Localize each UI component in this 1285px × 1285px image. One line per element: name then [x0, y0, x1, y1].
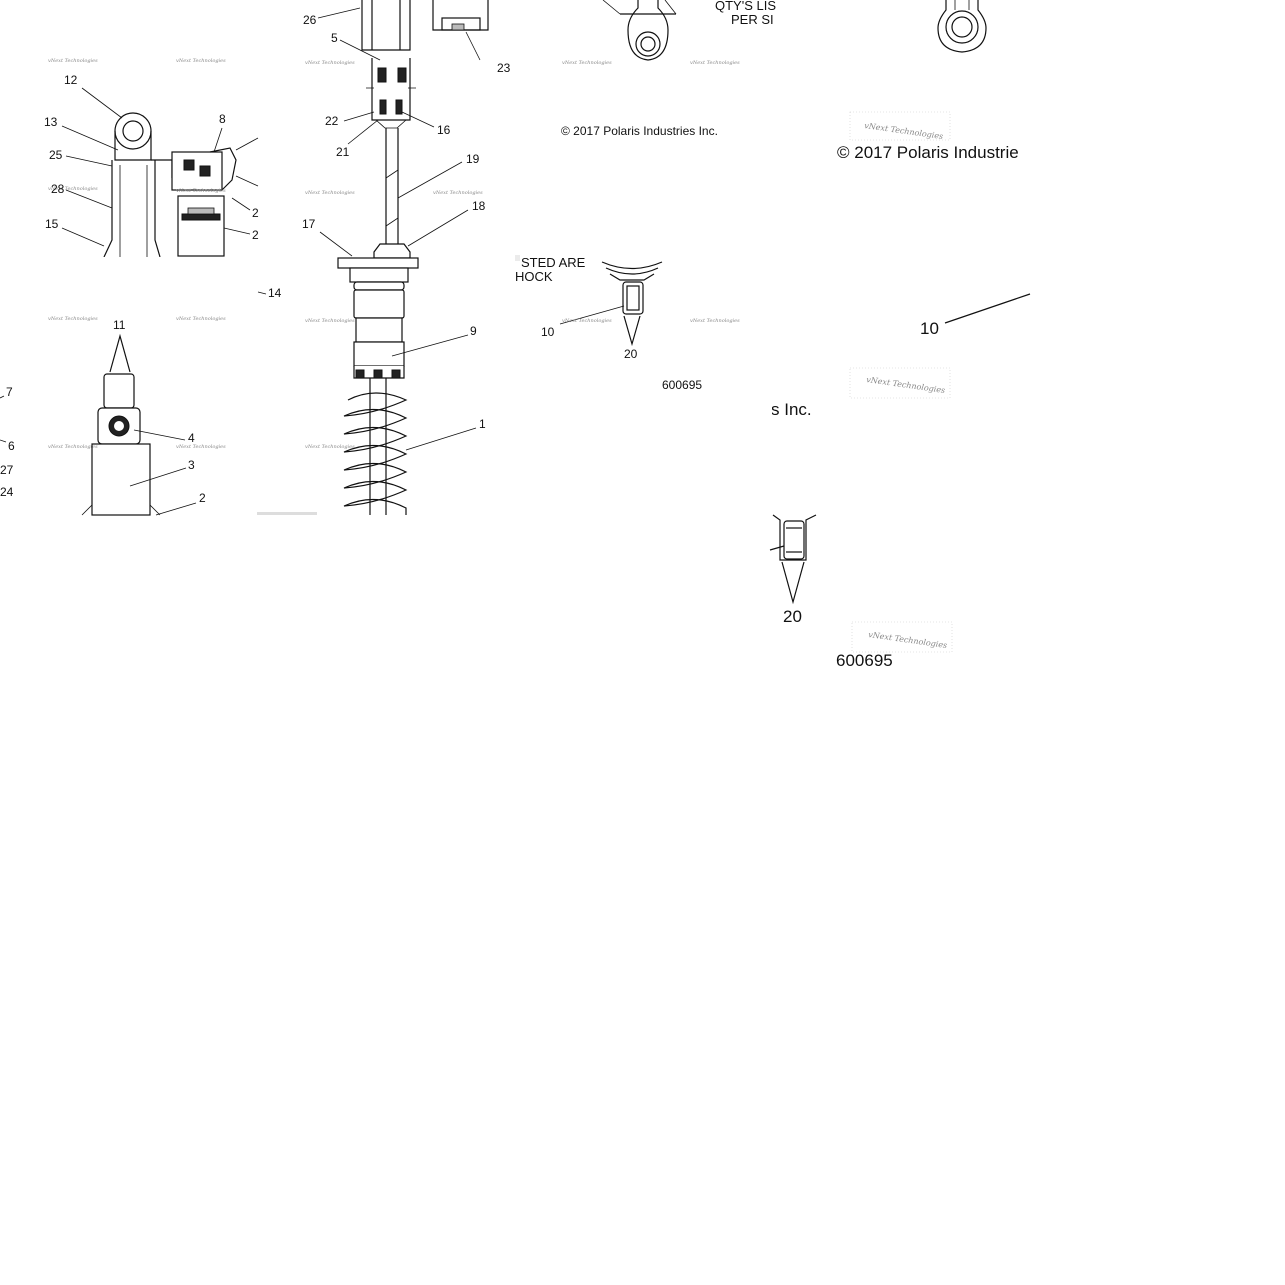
svg-text:vNext Technologies: vNext Technologies — [562, 318, 612, 324]
reservoir-top — [361, 0, 489, 51]
svg-text:vNext Technologies: vNext Technologies — [305, 190, 355, 196]
centre-leaders — [317, 7, 481, 451]
enlarged-tile: © 2017 Polaris Industrie 10 s Inc. 20 60… — [769, 0, 1031, 670]
shaft — [385, 128, 399, 244]
left-top-tile: vNext Technologies vNext Technologies vN… — [0, 0, 259, 258]
left-top-leaders — [61, 87, 259, 247]
callout-3: 3 — [188, 458, 195, 472]
svg-text:vNext Technologies: vNext Technologies — [176, 316, 226, 322]
callout-17: 17 — [302, 217, 316, 231]
svg-text:vNext Technologies: vNext Technologies — [864, 121, 944, 141]
svg-text:vNext Technologies: vNext Technologies — [48, 58, 98, 64]
centre-shock-tile: vNext Technologies vNext Technologies vN… — [257, 0, 515, 515]
qty-partial-1: STED ARE — [521, 255, 586, 270]
valve-part-large — [769, 514, 817, 605]
svg-text:vNext Technologies: vNext Technologies — [868, 630, 948, 650]
rod-eye-large — [937, 0, 987, 53]
callout-2b: 2 — [252, 228, 259, 242]
valve-part-small — [559, 261, 663, 347]
qty-note-2: PER SI — [731, 12, 774, 27]
coil-spring — [343, 378, 408, 515]
callout-14: 14 — [268, 286, 282, 300]
part-number-small: 600695 — [662, 378, 702, 392]
shock-body — [103, 147, 237, 258]
qty-partial-2: HOCK — [515, 269, 553, 284]
callout-20-large: 20 — [783, 607, 802, 626]
seal-head — [366, 58, 416, 129]
rod-eye-small — [602, 0, 677, 61]
copyright-fragment: s Inc. — [771, 400, 812, 419]
svg-text:vNext Technologies: vNext Technologies — [690, 60, 740, 66]
callout-4: 4 — [188, 431, 195, 445]
spring-seat — [337, 257, 419, 379]
svg-text:vNext Technologies: vNext Technologies — [305, 444, 355, 450]
part-number-large: 600695 — [836, 651, 893, 670]
qty-note-1: QTY'S LIS — [715, 0, 776, 13]
svg-text:vNext Technologies: vNext Technologies — [433, 190, 483, 196]
callout-7: 7 — [6, 385, 13, 399]
callout-1: 1 — [479, 417, 486, 431]
svg-text:vNext Technologies: vNext Technologies — [305, 60, 355, 66]
svg-text:vNext Technologies: vNext Technologies — [690, 318, 740, 324]
callout-24: 24 — [0, 485, 14, 499]
callout-6: 6 — [8, 439, 15, 453]
svg-text:vNext Technologies: vNext Technologies — [48, 444, 98, 450]
svg-text:vNext Technologies: vNext Technologies — [305, 318, 355, 324]
callout-11: 11 — [113, 318, 126, 332]
callout-10: 10 — [541, 325, 555, 339]
svg-text:vNext Technologies: vNext Technologies — [562, 60, 612, 66]
callout-9: 9 — [470, 324, 477, 338]
callout-18: 18 — [472, 199, 486, 213]
callout-19: 19 — [466, 152, 480, 166]
left-bottom-tile: vNext Technologies vNext Technologies vN… — [0, 257, 257, 516]
callout-28: 28 — [51, 182, 65, 196]
svg-text:vNext Technologies: vNext Technologies — [176, 444, 226, 450]
copyright-large: © 2017 Polaris Industrie — [837, 143, 1019, 162]
callout-16: 16 — [437, 123, 451, 137]
callout-5: 5 — [331, 31, 338, 45]
callout-13: 13 — [44, 115, 58, 129]
watermarks-large: vNext Technologies vNext Technologies vN… — [849, 111, 953, 653]
svg-text:vNext Technologies: vNext Technologies — [176, 58, 226, 64]
callout-27: 27 — [0, 463, 14, 477]
callout-26: 26 — [303, 13, 317, 27]
copyright-small: © 2017 Polaris Industries Inc. — [561, 124, 718, 138]
callout-22: 22 — [325, 114, 339, 128]
callout-25: 25 — [49, 148, 63, 162]
callout-12: 12 — [64, 73, 78, 87]
svg-text:vNext Technologies: vNext Technologies — [48, 186, 98, 192]
callout-23: 23 — [497, 61, 511, 75]
svg-text:vNext Technologies: vNext Technologies — [176, 188, 226, 194]
callout-10-large: 10 — [920, 319, 939, 338]
svg-text:vNext Technologies: vNext Technologies — [866, 375, 946, 395]
callout-2: 2 — [199, 491, 206, 505]
callout-20: 20 — [624, 347, 638, 361]
callout-8: 8 — [219, 112, 226, 126]
callout-15: 15 — [45, 217, 59, 231]
body-eye — [114, 112, 152, 161]
callout-2a: 2 — [252, 206, 259, 220]
callout-21: 21 — [336, 145, 350, 159]
svg-text:vNext Technologies: vNext Technologies — [48, 316, 98, 322]
adjuster-valve — [81, 333, 161, 516]
left-bottom-leaders — [0, 395, 197, 516]
